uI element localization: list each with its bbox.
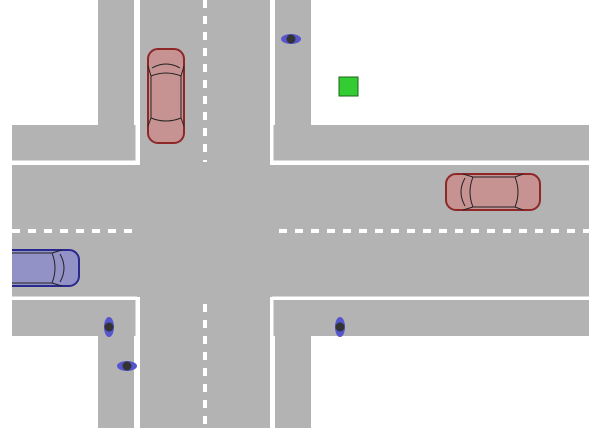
sidewalk-right-bottom xyxy=(275,300,311,428)
red-car-westbound xyxy=(446,174,540,210)
blue-car-eastbound xyxy=(0,250,79,286)
road-surface xyxy=(12,0,589,428)
blue-car-clip xyxy=(0,250,79,286)
car-body xyxy=(0,250,79,286)
sidewalk-top-right xyxy=(272,125,589,161)
pedestrian-head xyxy=(287,35,296,44)
pedestrian-head xyxy=(336,323,345,332)
car-body xyxy=(446,174,540,210)
pedestrian-bottom-left xyxy=(117,361,137,371)
pedestrian-head xyxy=(105,323,114,332)
pedestrian-head xyxy=(123,362,132,371)
sidewalk-right-top xyxy=(275,0,311,161)
goal-marker xyxy=(339,77,358,96)
pedestrian-lower-right xyxy=(335,317,345,337)
pedestrian-top xyxy=(281,34,301,44)
car-body xyxy=(148,49,184,143)
pedestrian-lower-left xyxy=(104,317,114,337)
red-car-northbound xyxy=(148,49,184,143)
sidewalk-left-top xyxy=(98,0,134,161)
sidewalk-bottom-right xyxy=(272,300,589,336)
